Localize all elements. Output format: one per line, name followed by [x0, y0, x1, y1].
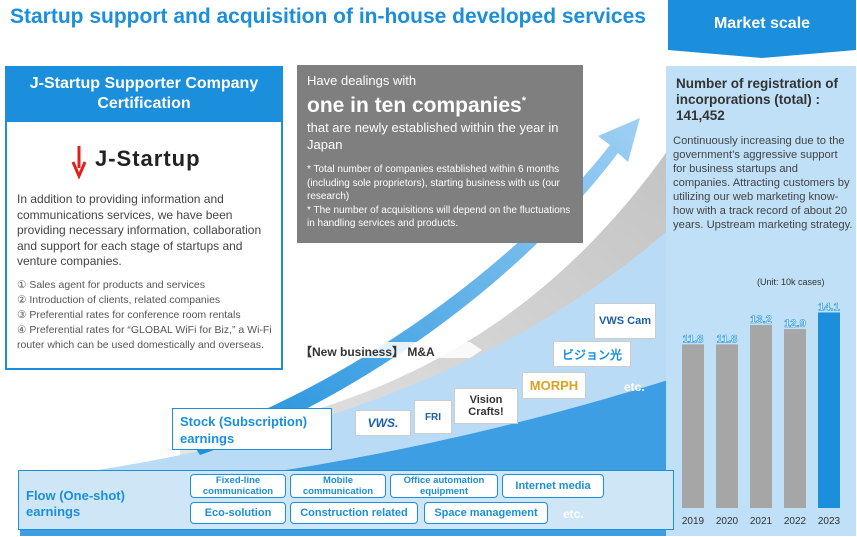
- list-item: ③ Preferential rates for conference room…: [17, 309, 241, 321]
- dealings-intro: Have dealings with: [307, 73, 417, 88]
- x-tick-label: 2022: [784, 516, 807, 527]
- etc-label-upper: etc.: [624, 380, 645, 394]
- tab-shape: [668, 0, 856, 58]
- chart-unit-label: (Unit: 10k cases): [757, 277, 825, 287]
- fri-logo: FRI: [414, 400, 452, 434]
- page-title: Startup support and acquisition of in-ho…: [10, 5, 646, 28]
- certification-heading: J-Startup Supporter Company Certificatio…: [7, 68, 281, 122]
- service-office-automation: Office automation equipment: [390, 474, 498, 498]
- footnote: * The number of acquisitions will depend…: [307, 204, 571, 230]
- dealings-detail: that are newly established within the ye…: [307, 120, 559, 152]
- bar-2022: [784, 329, 806, 508]
- market-scale-tab: Market scale: [668, 0, 856, 58]
- service-mobile: Mobile communication: [290, 474, 386, 498]
- etc-label-lower: etc.: [563, 507, 584, 521]
- dealings-notes: * Total number of companies established …: [307, 163, 573, 231]
- registration-bar-chart: 11.8 2019 11.8 2020 13.2 2021 12.9 2022 14.1 2023: [682, 301, 841, 527]
- service-internet-media: Internet media: [502, 474, 604, 498]
- benefit-list: ① Sales agent for products and services …: [17, 278, 279, 353]
- dealings-highlight-text: one in ten companies: [307, 94, 522, 117]
- list-item: ① Sales agent for products and services: [17, 279, 206, 291]
- logo-wordmark: J-Startup: [95, 146, 201, 171]
- certification-panel: J-Startup Supporter Company Certificatio…: [5, 66, 283, 370]
- x-tick-label: 2023: [818, 516, 841, 527]
- bar-value-label: 11.8: [683, 333, 704, 345]
- bar-2023: [818, 312, 840, 508]
- service-space-management: Space management: [424, 502, 548, 524]
- bar-value-label: 11.8: [717, 333, 738, 345]
- flow-earnings-label: Flow (One-shot) earnings: [26, 488, 125, 519]
- vision-hikari-logo: ビジョン光: [553, 341, 631, 367]
- bar-value-label: 13.2: [750, 314, 771, 326]
- stock-earnings-box: [172, 408, 332, 450]
- dealings-callout: Have dealings with one in ten companies*…: [297, 65, 583, 243]
- red-arrow-icon: [71, 146, 87, 180]
- bar-2019: [682, 344, 704, 508]
- list-item: ② Introduction of clients, related compa…: [17, 294, 221, 306]
- list-item: ④ Preferential rates for “GLOBAL WiFi fo…: [17, 324, 272, 351]
- footnote: * Total number of companies established …: [307, 164, 560, 202]
- bar-value-label: 14.1: [818, 301, 839, 313]
- x-tick-label: 2020: [716, 516, 739, 527]
- dealings-highlight: one in ten companies*: [307, 88, 573, 119]
- service-eco-solution: Eco-solution: [190, 502, 286, 524]
- x-tick-label: 2021: [750, 516, 773, 527]
- ma-label: 【New business】 M&A: [300, 345, 435, 359]
- stock-earnings-label: Stock (Subscription) earnings: [180, 414, 308, 446]
- service-construction: Construction related: [290, 502, 418, 524]
- vws-cam-logo: VWS Cam: [594, 303, 656, 339]
- bar-2021: [750, 324, 772, 508]
- bar-2020: [716, 344, 738, 508]
- certification-description: In addition to providing information and…: [17, 192, 262, 268]
- vision-crafts-logo: Vision Crafts!: [454, 388, 518, 424]
- footnote-mark: *: [521, 95, 526, 107]
- morph-logo: MORPH: [522, 372, 586, 399]
- market-scale-label: Market scale: [713, 15, 811, 32]
- vws-logo: VWS.: [355, 410, 411, 436]
- registration-title: Number of registration of incorporations…: [676, 76, 839, 123]
- bar-value-label: 12.9: [784, 318, 805, 330]
- market-description: Continuously increasing due to the gover…: [673, 135, 853, 231]
- j-startup-logo: J-Startup: [67, 144, 247, 180]
- service-fixed-line: Fixed-line communication: [190, 474, 286, 498]
- x-tick-label: 2019: [682, 516, 705, 527]
